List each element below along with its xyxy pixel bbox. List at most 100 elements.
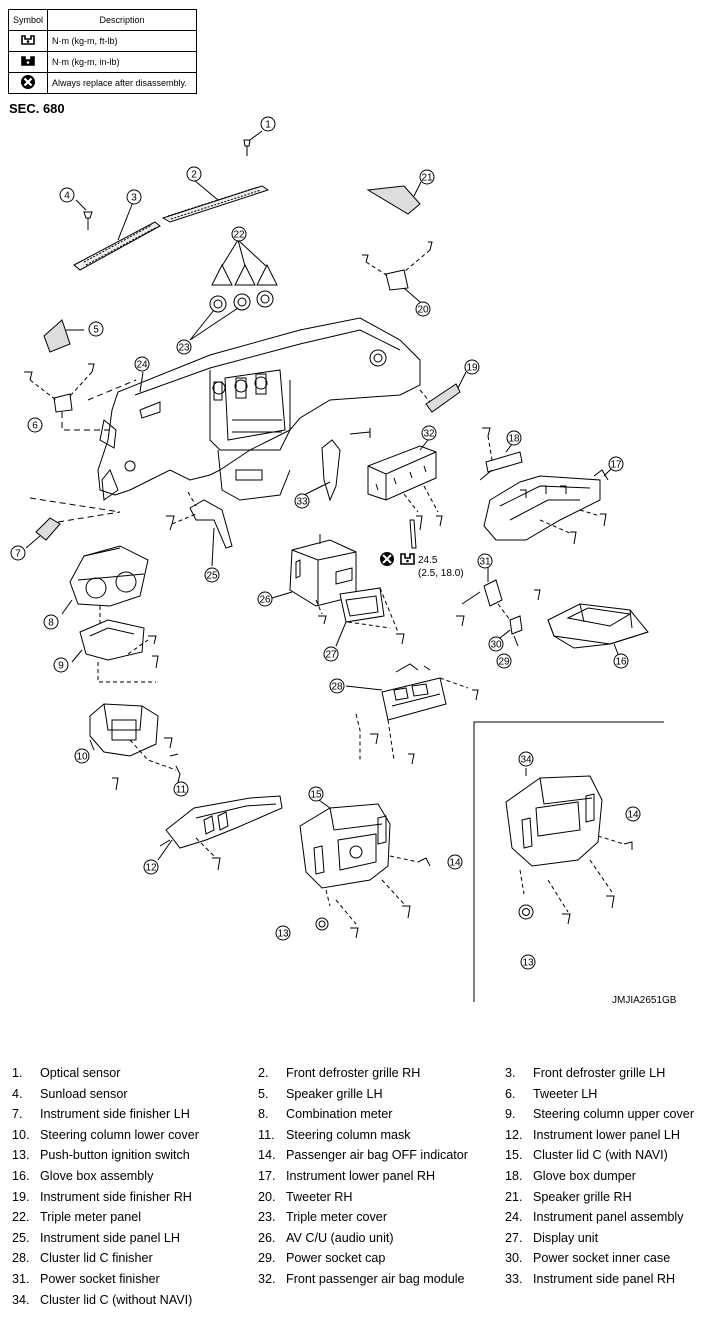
callout-number: 2	[191, 170, 197, 181]
cluster-lid-finisher-part	[345, 663, 479, 765]
callout-circle	[74, 748, 90, 764]
power-socket-part	[456, 566, 523, 647]
speaker-grille-rh-part	[366, 181, 422, 215]
part-number: 2.	[258, 1066, 269, 1080]
always-replace-icon	[8, 72, 48, 94]
callout-number: 3	[131, 193, 137, 204]
callout-marker: 14	[447, 854, 463, 870]
callout-number: 11	[176, 785, 187, 796]
callout-circle	[43, 614, 59, 630]
part-number: 5.	[258, 1086, 269, 1101]
callout-circle	[520, 954, 536, 970]
steering-upper-cover-part	[71, 619, 159, 683]
callout-circle	[257, 591, 273, 607]
combination-meter-part	[61, 545, 149, 626]
callout-marker: 15	[308, 786, 324, 802]
triple-meter-panel-part	[211, 239, 278, 286]
callout-marker: 18	[506, 430, 522, 446]
callout-number: 22	[233, 230, 245, 241]
part-name: Front passenger air bag module	[286, 1272, 465, 1286]
callout-number: 19	[466, 363, 478, 374]
callout-marker: 23	[176, 339, 192, 355]
callout-marker: 21	[419, 169, 435, 185]
part-name: Triple meter panel	[40, 1210, 142, 1225]
legend-header-row: Symbol Description	[8, 9, 197, 31]
callout-circle	[415, 301, 431, 317]
callout-number: 13	[277, 929, 289, 940]
callout-number: 14	[627, 810, 639, 821]
part-name: AV C/U (audio unit)	[286, 1230, 394, 1245]
part-number: 23.	[258, 1210, 276, 1225]
instrument-panel-assembly-part	[97, 317, 421, 501]
callout-circle	[421, 425, 437, 441]
callout-marker: 34	[518, 751, 534, 767]
part-name: Instrument lower panel RH	[286, 1169, 436, 1183]
callout-number: 31	[479, 557, 491, 568]
part-number: 14.	[258, 1148, 276, 1163]
part-name: Power socket finisher	[40, 1272, 160, 1286]
section-label: SEC. 680	[9, 101, 65, 116]
side-finisher-rh-part	[419, 371, 467, 413]
part-number: 27.	[505, 1230, 523, 1245]
legend-row: N·m (kg-m, in-lb)	[8, 51, 197, 73]
part-number: 24.	[505, 1210, 523, 1225]
part-number: 4.	[12, 1086, 23, 1101]
callout-circle	[308, 786, 324, 802]
part-name: Speaker grille LH	[286, 1086, 383, 1101]
part-name: Combination meter	[286, 1107, 393, 1122]
part-number: 29.	[258, 1251, 276, 1266]
callout-marker: 29	[496, 653, 512, 669]
torque-detail: (2.5, 18.0)	[418, 568, 464, 579]
callout-number: 5	[93, 325, 99, 336]
part-name: Front defroster grille LH	[533, 1066, 666, 1080]
callout-marker: 17	[608, 456, 624, 472]
part-name: Speaker grille RH	[533, 1189, 632, 1204]
part-name: Optical sensor	[40, 1066, 121, 1080]
callout-marker: 25	[204, 567, 220, 583]
callout-number: 9	[58, 661, 64, 672]
callout-number: 6	[32, 421, 38, 432]
tweeter-rh-part	[362, 241, 433, 303]
callout-circle	[88, 321, 104, 337]
part-name: Glove box dumper	[533, 1169, 636, 1183]
callout-number: 17	[610, 460, 622, 471]
part-number: 33.	[505, 1272, 523, 1286]
speaker-grille-lh-part	[43, 319, 84, 353]
callout-marker: 1	[260, 116, 276, 132]
part-number: 17.	[258, 1169, 276, 1183]
cluster-lid-without-navi-part	[505, 768, 633, 925]
airbag-torque-spec: 24.5 (2.5, 18.0)	[380, 552, 464, 579]
torque-value: 24.5	[418, 555, 438, 566]
part-name: Instrument side finisher LH	[40, 1107, 190, 1122]
callout-circle	[613, 653, 629, 669]
part-name: Glove box assembly	[40, 1169, 154, 1183]
callout-circle	[53, 657, 69, 673]
defroster-grille-lh-part	[73, 201, 161, 271]
callout-circle	[464, 359, 480, 375]
callout-marker: 13	[275, 925, 291, 941]
cluster-lid-navi-part	[299, 797, 431, 939]
callout-circle	[518, 751, 534, 767]
part-number: 22.	[12, 1210, 30, 1225]
callout-marker: 32	[421, 425, 437, 441]
part-number: 15.	[505, 1148, 523, 1163]
callout-marker: 10	[74, 748, 90, 764]
callout-number: 14	[449, 858, 461, 869]
callout-marker: 27	[323, 646, 339, 662]
part-number: 26.	[258, 1230, 276, 1245]
callout-number: 7	[15, 549, 21, 560]
callout-circle	[506, 430, 522, 446]
callout-circle	[608, 456, 624, 472]
callout-number: 32	[423, 429, 435, 440]
callout-circle	[134, 356, 150, 372]
part-name: Instrument side panel RH	[533, 1272, 676, 1286]
part-name: Tweeter RH	[286, 1189, 353, 1204]
callout-marker: 33	[294, 493, 310, 509]
part-number: 1.	[12, 1066, 23, 1080]
callout-number: 30	[490, 640, 502, 651]
side-panel-rh-part	[301, 428, 371, 502]
callout-marker: 24	[134, 356, 150, 372]
callout-number: 15	[310, 790, 322, 801]
part-number: 28.	[12, 1251, 30, 1266]
callout-circle	[294, 493, 310, 509]
